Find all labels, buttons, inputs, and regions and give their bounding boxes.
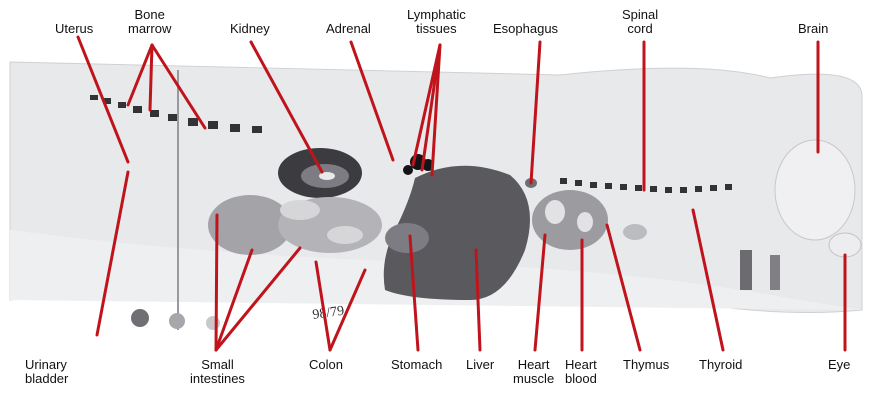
brain-shape	[775, 140, 855, 240]
label-stomach: Stomach	[391, 358, 442, 372]
leader-small-int-1	[216, 215, 217, 350]
label-bone-marrow-line2: marrow	[128, 22, 171, 36]
handwritten-note: 98/79	[312, 304, 346, 323]
label-lymphatic-line2: tissues	[407, 22, 466, 36]
label-colon: Colon	[309, 358, 343, 372]
label-lymphatic-line1: Lymphatic	[407, 8, 466, 22]
label-urinary-bladder: Urinary bladder	[25, 358, 68, 386]
label-heart-muscle-line1: Heart	[513, 358, 554, 372]
eye-shape	[829, 233, 861, 257]
label-lymphatic-tissues: Lymphatic tissues	[407, 8, 466, 36]
label-urinary-line2: bladder	[25, 372, 68, 386]
label-heart-muscle: Heart muscle	[513, 358, 554, 386]
label-urinary-line1: Urinary	[25, 358, 68, 372]
marker-dot	[169, 313, 185, 329]
label-kidney: Kidney	[230, 22, 270, 36]
label-liver: Liver	[466, 358, 494, 372]
label-spinal-cord: Spinal cord	[622, 8, 658, 36]
label-adrenal: Adrenal	[326, 22, 371, 36]
label-small-int-line1: Small	[190, 358, 245, 372]
label-esophagus: Esophagus	[493, 22, 558, 36]
label-eye: Eye	[828, 358, 850, 372]
marker-dot	[131, 309, 149, 327]
label-uterus: Uterus	[55, 22, 93, 36]
label-heart-blood-line2: blood	[565, 372, 597, 386]
label-heart-blood: Heart blood	[565, 358, 597, 386]
label-bone-marrow: Bone marrow	[128, 8, 171, 36]
marker-dot	[206, 316, 220, 330]
label-thyroid: Thyroid	[699, 358, 742, 372]
label-spinal-line1: Spinal	[622, 8, 658, 22]
label-brain: Brain	[798, 22, 828, 36]
stomach-shape	[385, 223, 429, 253]
label-thymus: Thymus	[623, 358, 669, 372]
leader-bone-marrow-2	[150, 45, 152, 110]
label-spinal-line2: cord	[622, 22, 658, 36]
label-heart-blood-line1: Heart	[565, 358, 597, 372]
label-small-intestines: Small intestines	[190, 358, 245, 386]
label-bone-marrow-line1: Bone	[128, 8, 171, 22]
label-small-int-line2: intestines	[190, 372, 245, 386]
label-heart-muscle-line2: muscle	[513, 372, 554, 386]
